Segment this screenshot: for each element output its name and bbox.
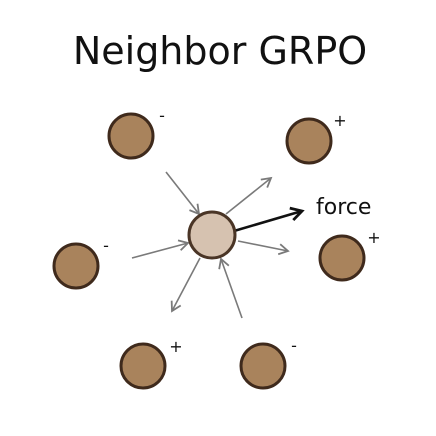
neighbor-particle-mid-right bbox=[318, 234, 366, 282]
neighbor-sign-bottom-right: - bbox=[291, 336, 297, 355]
neighbor-particle-bottom-right bbox=[239, 342, 287, 390]
neighbor-sign-bottom-left: + bbox=[169, 337, 182, 356]
arrow-from-bottom-right bbox=[218, 257, 243, 319]
arrow-to-bottom-left bbox=[170, 257, 201, 313]
force-label: force bbox=[316, 195, 371, 220]
neighbor-sign-top-left: - bbox=[159, 106, 165, 125]
diagram-title: Neighbor GRPO bbox=[73, 29, 367, 73]
neighbor-particle-top-right bbox=[285, 117, 333, 165]
neighbor-sign-mid-right: + bbox=[367, 228, 380, 247]
arrow-from-top-left bbox=[165, 171, 201, 216]
arrow-to-mid-right bbox=[237, 240, 290, 256]
arrow-to-top-right bbox=[225, 176, 273, 215]
neighbor-group: - + - + + - bbox=[52, 106, 381, 390]
center-particle bbox=[187, 210, 237, 260]
neighbor-sign-top-right: + bbox=[333, 111, 346, 130]
neighbor-particle-mid-left bbox=[52, 242, 100, 290]
neighbor-sign-mid-left: - bbox=[103, 236, 109, 255]
neighbor-particle-top-left bbox=[107, 112, 155, 160]
arrow-group bbox=[131, 171, 305, 319]
arrow-from-mid-left bbox=[131, 239, 190, 259]
neighbor-particle-bottom-left bbox=[119, 342, 167, 390]
force-arrow bbox=[233, 206, 305, 233]
